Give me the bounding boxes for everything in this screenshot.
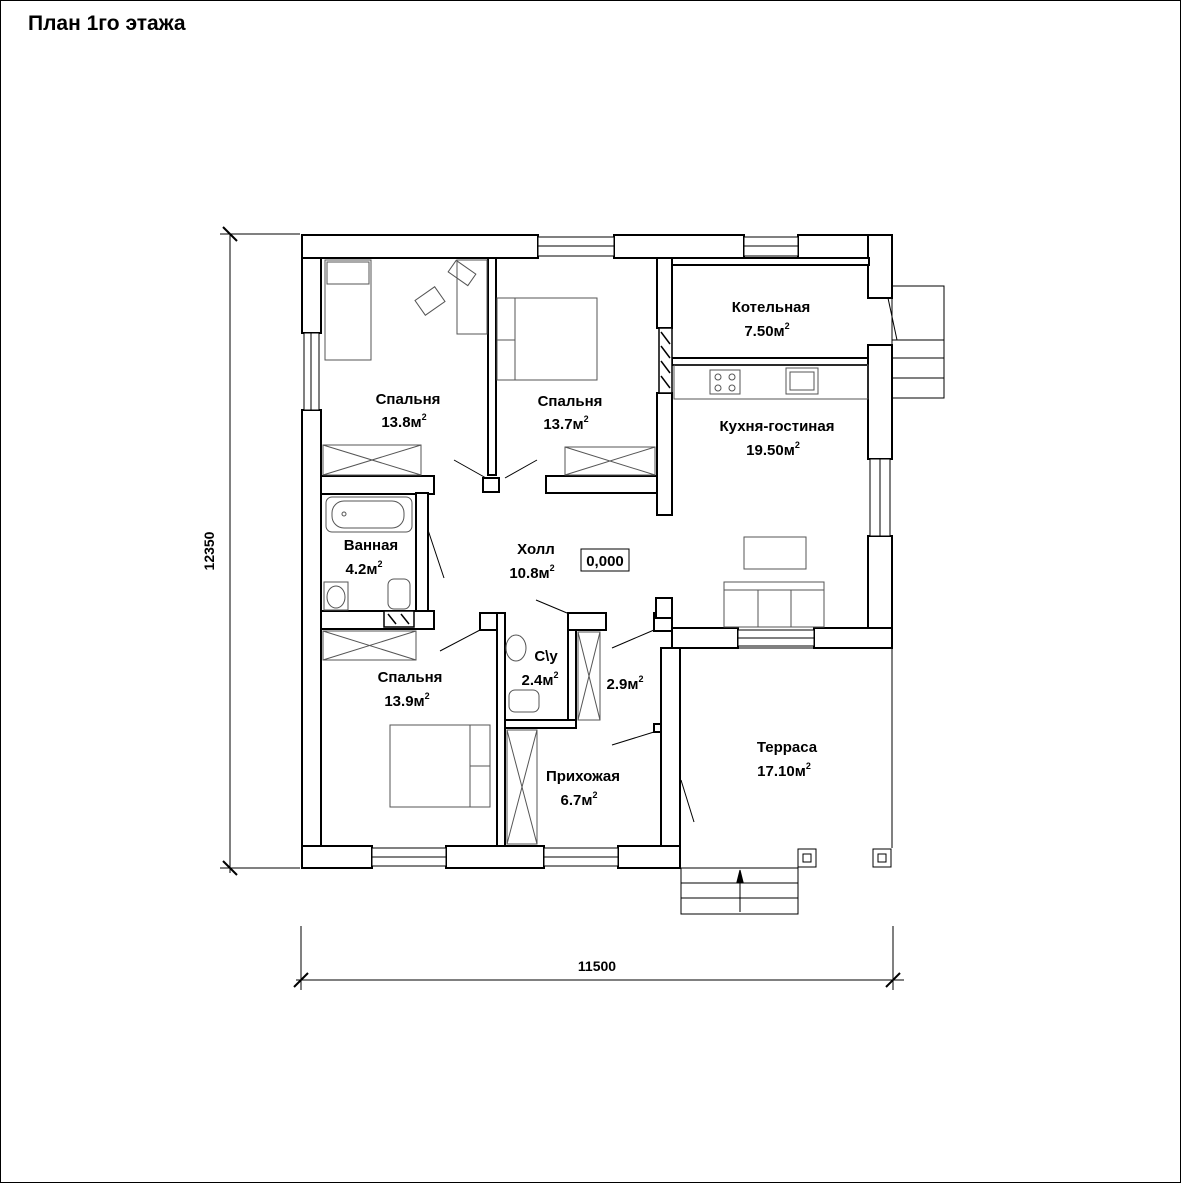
room-name: Спальня (538, 393, 603, 410)
room-name: Спальня (378, 669, 443, 686)
room-name: Кухня-гостиная (720, 418, 835, 435)
room-name: Ванная (344, 537, 398, 554)
exterior-walls (301, 234, 893, 869)
dimension-lines (220, 226, 904, 990)
room-area: 13.9м2 (384, 691, 429, 710)
room-area: 2.9м2 (607, 674, 644, 693)
room-name: Спальня (376, 391, 441, 408)
room-labels: Спальня 13.8м2 Спальня 13.7м2 Котельная … (344, 299, 835, 809)
doors (427, 297, 898, 823)
room-name: С\у (534, 648, 558, 665)
chimney (383, 327, 673, 628)
dimension-width: 11500 (578, 958, 616, 974)
level-mark-box (580, 548, 630, 572)
room-area: 6.7м2 (561, 790, 598, 809)
dimension-height: 12350 (201, 531, 217, 570)
room-area: 19.50м2 (746, 440, 800, 459)
room-name: Прихожая (546, 768, 620, 785)
windows (303, 236, 891, 867)
plan-title: План 1го этажа (28, 12, 186, 35)
furniture (322, 259, 869, 845)
level-mark: 0,000 (586, 553, 624, 570)
room-name: Котельная (732, 299, 811, 316)
room-area: 10.8м2 (509, 563, 554, 582)
terrace (680, 285, 945, 915)
room-area: 13.8м2 (381, 412, 426, 431)
room-name: Терраса (757, 739, 818, 756)
room-area: 17.10м2 (757, 761, 811, 780)
room-area: 4.2м2 (346, 559, 383, 578)
room-area: 2.4м2 (522, 670, 559, 689)
room-area: 7.50м2 (744, 321, 789, 340)
room-area: 13.7м2 (543, 414, 588, 433)
room-name: Холл (517, 541, 555, 558)
